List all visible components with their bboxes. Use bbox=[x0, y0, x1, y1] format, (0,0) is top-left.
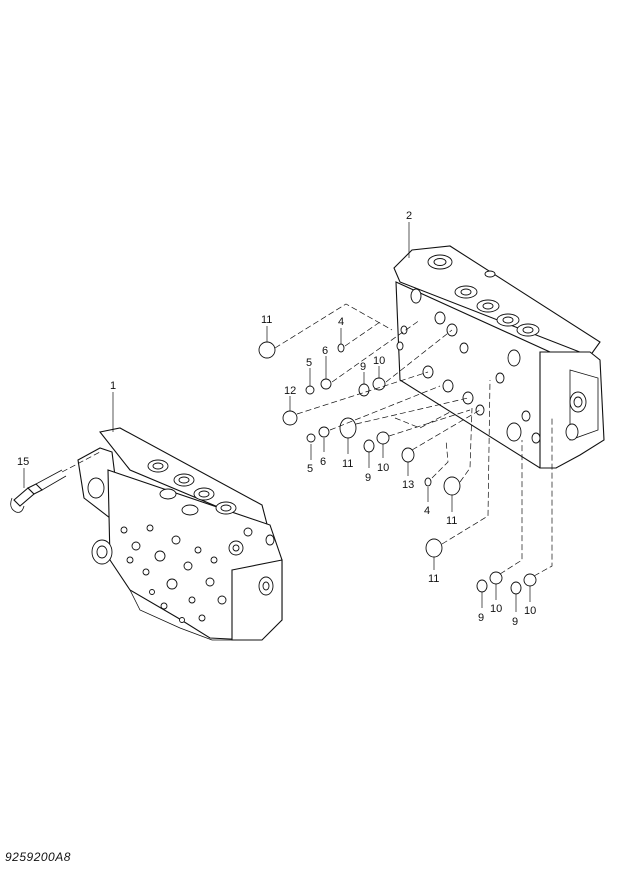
label-part-6: 6 bbox=[322, 345, 328, 357]
label-part-2: 2 bbox=[406, 210, 412, 222]
o-ring-6 bbox=[318, 426, 330, 438]
label-part-4: 4 bbox=[338, 316, 344, 328]
valve-block-part-2 bbox=[393, 245, 605, 469]
label-part-15: 15 bbox=[17, 456, 29, 468]
label-part-11: 11 bbox=[428, 573, 439, 585]
o-ring-11 bbox=[425, 538, 443, 558]
leader-lines bbox=[23, 222, 531, 612]
o-ring-5 bbox=[306, 433, 316, 443]
part-number-labels: 1 2 11 4 6 5 10 9 12 5 6 11 9 10 13 4 11… bbox=[17, 210, 536, 628]
label-part-4: 4 bbox=[424, 505, 430, 517]
label-part-1: 1 bbox=[110, 380, 116, 392]
o-ring-9 bbox=[510, 581, 522, 595]
label-part-12: 12 bbox=[284, 385, 296, 397]
label-part-6: 6 bbox=[320, 456, 326, 468]
label-part-9: 9 bbox=[360, 361, 366, 373]
bolt-part-15 bbox=[10, 469, 67, 513]
label-part-11: 11 bbox=[446, 515, 457, 527]
diagram-code: 9259200A8 bbox=[5, 850, 71, 864]
label-part-13: 13 bbox=[402, 479, 414, 491]
o-ring-4 bbox=[424, 477, 432, 487]
o-ring-5 bbox=[305, 385, 315, 395]
valve-block-part-1 bbox=[77, 427, 283, 641]
o-ring-11 bbox=[258, 341, 276, 359]
o-ring-11 bbox=[443, 476, 461, 496]
o-ring-6 bbox=[320, 378, 332, 390]
o-ring-10 bbox=[376, 431, 390, 445]
label-part-9: 9 bbox=[365, 472, 371, 484]
label-part-5: 5 bbox=[306, 357, 312, 369]
label-part-10: 10 bbox=[524, 605, 536, 617]
o-ring-10 bbox=[372, 377, 386, 391]
label-part-9: 9 bbox=[478, 612, 484, 624]
o-ring-9 bbox=[363, 439, 375, 453]
o-ring-9 bbox=[476, 579, 488, 593]
label-part-10: 10 bbox=[490, 603, 502, 615]
assembly-lines bbox=[61, 303, 553, 577]
label-part-5: 5 bbox=[307, 463, 313, 475]
label-part-11: 11 bbox=[342, 458, 353, 470]
label-part-9: 9 bbox=[512, 616, 518, 628]
o-ring-11 bbox=[339, 417, 357, 439]
seal-rings bbox=[258, 341, 537, 595]
o-ring-9 bbox=[358, 383, 370, 397]
label-part-10: 10 bbox=[373, 355, 385, 367]
o-ring-4 bbox=[337, 343, 345, 353]
label-part-11: 11 bbox=[261, 314, 272, 326]
o-ring-12 bbox=[282, 410, 298, 426]
label-part-10: 10 bbox=[377, 462, 389, 474]
